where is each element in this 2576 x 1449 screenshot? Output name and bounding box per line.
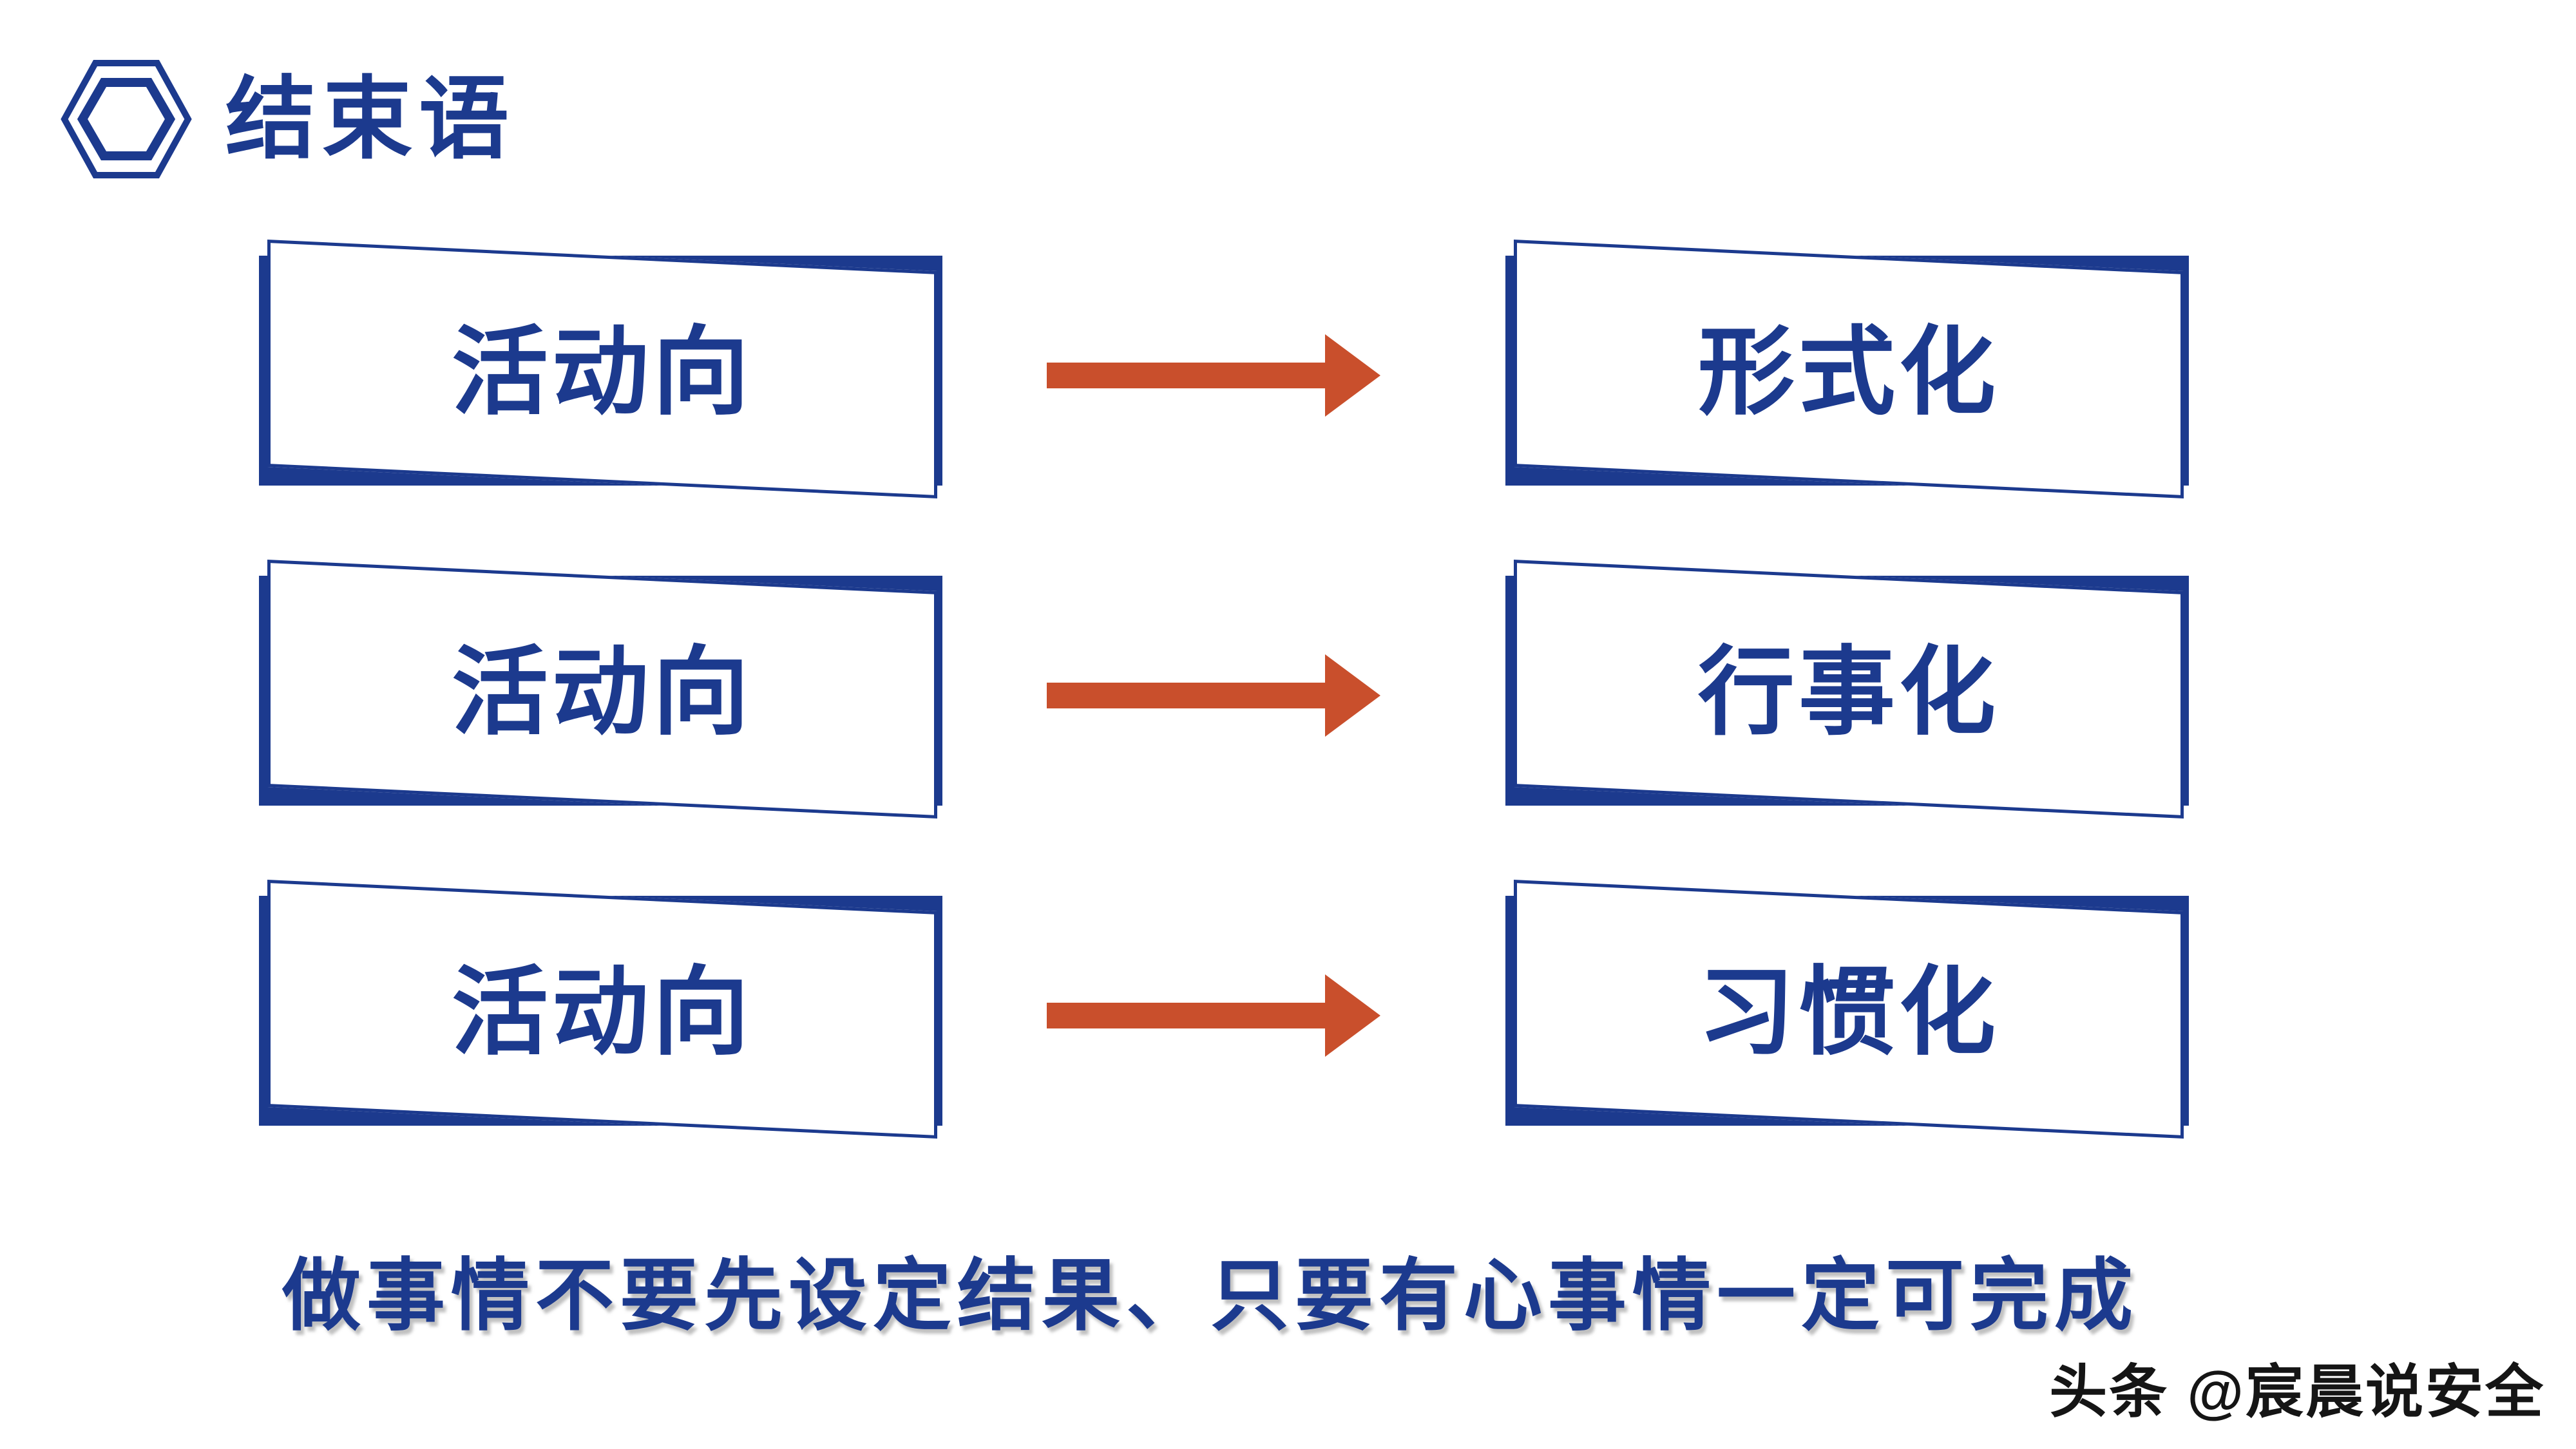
box-label: 形式化 — [1697, 317, 1999, 426]
box-front: 活动向 — [267, 560, 937, 819]
footer-message: 做事情不要先设定结果、只要有心事情一定可完成 — [282, 1252, 2139, 1340]
arrow-head — [1325, 654, 1380, 737]
arrow-shaft — [1047, 1003, 1325, 1028]
box-front: 形式化 — [1514, 240, 2184, 499]
source-box-2: 活动向 — [259, 560, 942, 819]
arrow-right-icon — [1047, 334, 1380, 417]
source-box-3: 活动向 — [259, 880, 942, 1139]
box-label: 活动向 — [451, 638, 753, 746]
box-front: 活动向 — [267, 240, 937, 499]
box-label: 活动向 — [451, 958, 753, 1066]
hexagon-icon — [61, 60, 192, 178]
arrow-shaft — [1047, 683, 1325, 708]
arrow-right-icon — [1047, 654, 1380, 737]
watermark-text: 头条 @宸晨说安全 — [2049, 1360, 2545, 1425]
box-label: 行事化 — [1697, 638, 1999, 746]
box-label: 习惯化 — [1697, 958, 1999, 1066]
box-front: 习惯化 — [1514, 880, 2184, 1139]
target-box-2: 行事化 — [1505, 560, 2189, 819]
arrow-right-icon — [1047, 974, 1380, 1057]
target-box-3: 习惯化 — [1505, 880, 2189, 1139]
box-front: 活动向 — [267, 880, 937, 1139]
arrow-shaft — [1047, 363, 1325, 388]
slide-header: 结束语 — [59, 55, 515, 183]
box-front: 行事化 — [1514, 560, 2184, 819]
arrow-head — [1325, 974, 1380, 1057]
target-box-1: 形式化 — [1505, 240, 2189, 499]
box-label: 活动向 — [451, 317, 753, 426]
source-box-1: 活动向 — [259, 240, 942, 499]
page-title: 结束语 — [225, 68, 516, 169]
arrow-head — [1325, 334, 1380, 417]
